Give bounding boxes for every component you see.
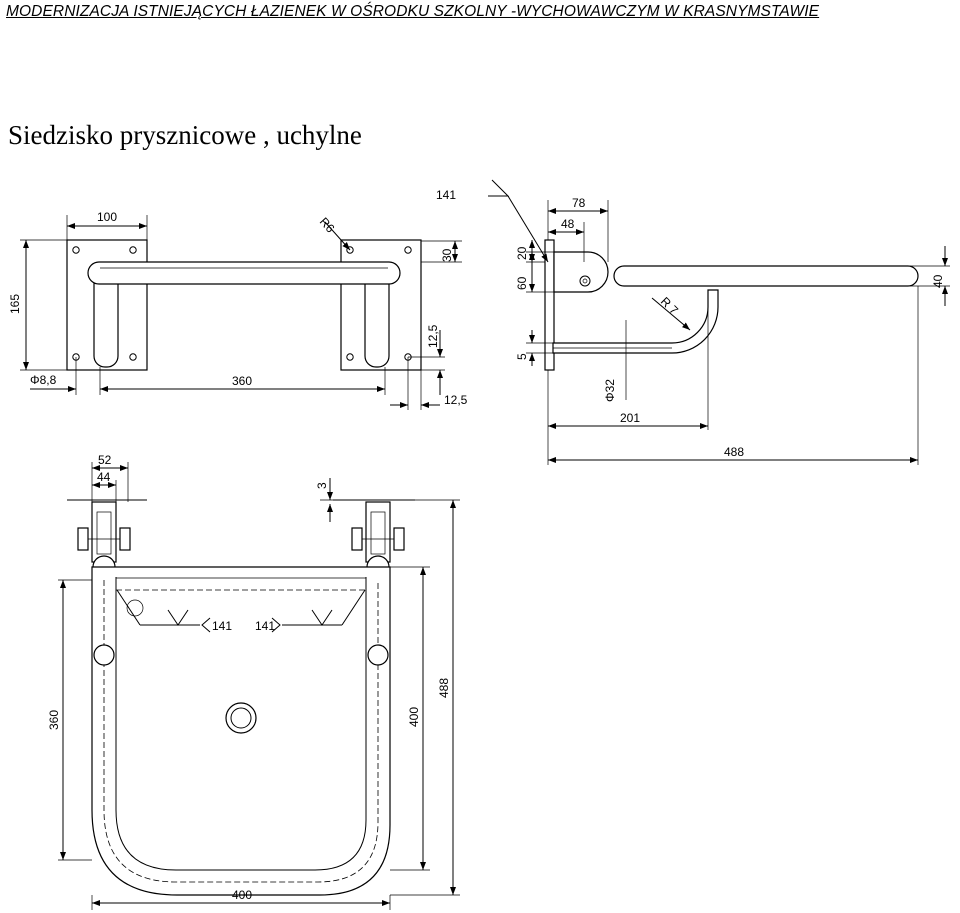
right-pivot [367,644,389,666]
drawing-title: Siedzisko prysznicowe , uchylne [8,120,362,150]
front-view: 100 R6 165 30 360 Φ8,8 12,5 12,5 [8,210,468,410]
dim-width-100: 100 [97,210,117,224]
dim-tube-diameter: Φ32 [603,379,617,402]
seat-frame-inner [115,577,367,871]
seat-arm [613,265,919,287]
dim-span-360: 360 [232,374,252,388]
right-leg [364,271,390,368]
left-pivot [93,644,115,666]
dim-height-165: 165 [8,294,22,314]
dim-60: 60 [515,276,529,290]
weld-detail-circle [126,599,144,617]
horizontal-rail [87,261,401,285]
dim-488-top: 488 [437,678,451,698]
weld-symbol-side [488,179,510,197]
weld-label-side: 141 [436,188,456,202]
dim-offset-horizontal: 12,5 [444,393,468,407]
tube-centerline [103,580,379,883]
top-view: 141 141 52 44 3 360 400 488 400 [47,453,460,910]
left-hinge-block [91,501,117,563]
support-tube [552,289,719,354]
dim-48: 48 [561,217,575,231]
dim-400-vertical: 400 [407,707,421,727]
drain-hole [225,702,257,734]
dim-360-top: 360 [47,710,61,730]
dim-20: 20 [515,246,529,260]
dim-40: 40 [931,274,945,288]
hinge-pin [579,275,591,287]
dim-52: 52 [98,453,112,467]
dim-78: 78 [572,196,586,210]
right-hinge-block [365,501,391,563]
side-view: 141 78 48 20 60 40 R 7 5 Φ32 [436,179,950,465]
dim-top-30: 30 [440,248,454,262]
left-leg [93,271,119,368]
hinge-bracket [553,251,609,293]
side-wall-plate [544,239,555,371]
dim-400-horizontal: 400 [232,888,252,902]
document-header: MODERNIZACJA ISTNIEJĄCYCH ŁAZIENEK W OŚR… [6,3,820,20]
dim-488-side: 488 [724,445,744,459]
weld-label-left: 141 [212,619,232,633]
dim-5: 5 [515,353,529,360]
weld-label-right: 141 [255,619,275,633]
dim-radius-r7: R 7 [658,294,681,317]
dim-201: 201 [620,411,640,425]
dim-3: 3 [315,482,329,489]
dim-offset-vertical: 12,5 [426,324,440,348]
dim-hole-diameter: Φ8,8 [30,373,57,387]
dim-44: 44 [97,470,111,484]
